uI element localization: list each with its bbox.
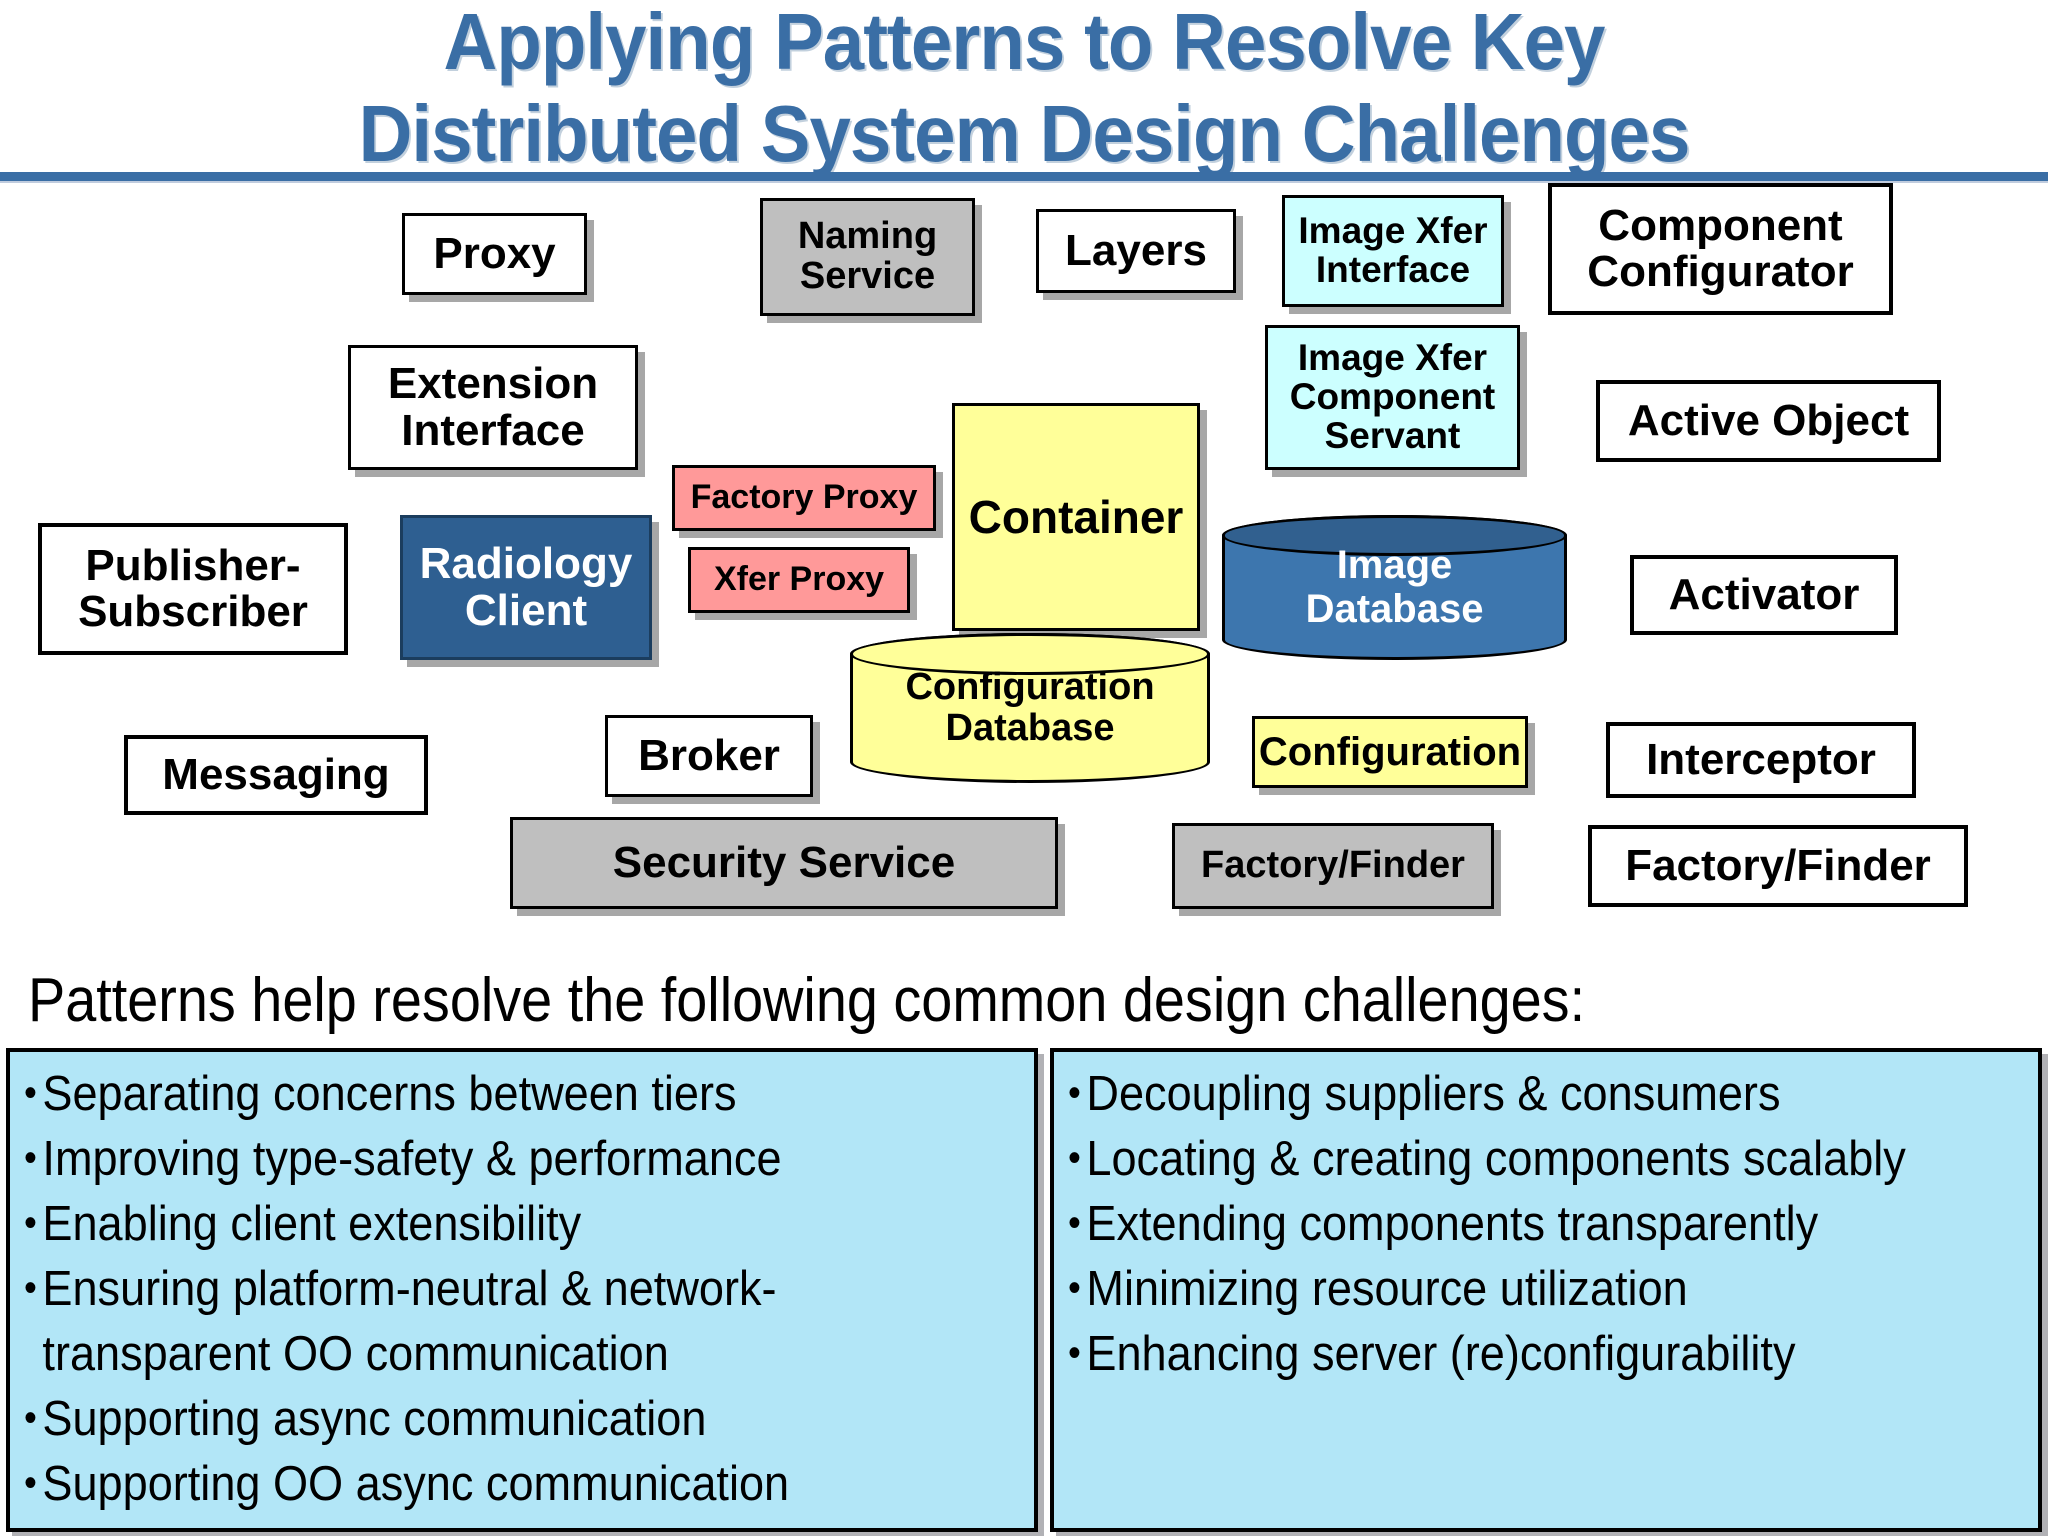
node-label: Factory/Finder <box>1625 840 1931 890</box>
challenges-panel-right: • Decoupling suppliers & consumers • Loc… <box>1050 1048 2042 1532</box>
diagram-node-factory-finder-grey[interactable]: Factory/Finder <box>1172 823 1494 909</box>
list-item-label: Enabling client extensibility <box>42 1197 582 1251</box>
node-label: Broker <box>638 730 780 780</box>
diagram-node-configuration[interactable]: Configuration <box>1252 716 1528 788</box>
diagram-node-security-service[interactable]: Security Service <box>510 817 1058 909</box>
list-item: • Enabling client extensibility <box>24 1192 946 1257</box>
node-label: Proxy <box>433 228 556 278</box>
list-item: • Extending components transparently <box>1068 1192 1953 1257</box>
node-label: Factory/Finder <box>1201 844 1465 887</box>
bullet-icon: • <box>24 1266 37 1310</box>
diagram-node-image-xfer-component-servant[interactable]: Image Xfer Component Servant <box>1265 325 1520 470</box>
node-label: Image Xfer Component Servant <box>1289 337 1496 456</box>
patterns-diagram: Proxy Naming Service Layers Image Xfer I… <box>0 183 2048 945</box>
cylinder-top-ellipse <box>850 633 1210 675</box>
diagram-node-naming-service[interactable]: Naming Service <box>760 198 975 316</box>
diagram-node-xfer-proxy[interactable]: Xfer Proxy <box>688 547 910 613</box>
diagram-node-messaging[interactable]: Messaging <box>124 735 428 815</box>
list-item-label: Extending components transparently <box>1086 1197 1819 1251</box>
diagram-node-component-configurator[interactable]: Component Configurator <box>1548 183 1893 315</box>
node-label: Messaging <box>162 749 390 799</box>
node-label: Configuration <box>1258 730 1522 774</box>
list-item: • Minimizing resource utilization <box>1068 1257 1953 1322</box>
bullet-icon: • <box>1068 1331 1081 1375</box>
node-label: Activator <box>1668 569 1860 619</box>
list-item: • Ensuring platform-neutral & network-tr… <box>24 1257 946 1387</box>
list-item: • Improving type-safety & performance <box>24 1127 946 1192</box>
list-item-label: Minimizing resource utilization <box>1086 1262 1688 1316</box>
page-title: Applying Patterns to Resolve Key Distrib… <box>358 0 1691 178</box>
diagram-node-factory-finder-white[interactable]: Factory/Finder <box>1588 825 1968 907</box>
bullet-icon: • <box>1068 1136 1081 1180</box>
list-item-label: Improving type-safety & performance <box>42 1132 782 1186</box>
list-item: • Separating concerns between tiers <box>24 1062 946 1127</box>
list-item-label: Supporting OO async communication <box>42 1457 790 1511</box>
node-label: Container <box>968 490 1184 543</box>
node-label: Interceptor <box>1646 734 1876 784</box>
node-label: Xfer Proxy <box>713 560 885 599</box>
diagram-node-extension-interface[interactable]: Extension Interface <box>348 345 638 470</box>
diagram-node-radiology-client[interactable]: Radiology Client <box>400 515 652 660</box>
diagram-cylinder-configuration-database[interactable]: Configuration Database <box>850 633 1210 783</box>
cylinder-top-ellipse <box>1222 515 1567 556</box>
list-item: • Decoupling suppliers & consumers <box>1068 1062 1953 1127</box>
list-item-label: Decoupling suppliers & consumers <box>1086 1067 1781 1121</box>
cylinder-label: Configuration Database <box>905 665 1155 749</box>
challenges-panel-left: • Separating concerns between tiers • Im… <box>6 1048 1038 1532</box>
list-item-label: Locating & creating components scalably <box>1086 1132 1906 1186</box>
bullet-icon: • <box>24 1071 37 1115</box>
node-label: Image Xfer Interface <box>1298 210 1488 290</box>
diagram-node-factory-proxy[interactable]: Factory Proxy <box>672 465 936 531</box>
node-label: Component Configurator <box>1587 200 1854 296</box>
cylinder-label: Image Database <box>1305 543 1484 631</box>
node-label: Layers <box>1065 225 1207 275</box>
node-label: Security Service <box>612 837 956 887</box>
diagram-node-active-object[interactable]: Active Object <box>1596 380 1941 462</box>
diagram-node-activator[interactable]: Activator <box>1630 555 1898 635</box>
diagram-cylinder-image-database[interactable]: Image Database <box>1222 515 1567 660</box>
node-label: Active Object <box>1627 395 1910 445</box>
diagram-node-publisher-subscriber[interactable]: Publisher- Subscriber <box>38 523 348 655</box>
list-item-label: Ensuring platform-neutral & network-tran… <box>42 1262 777 1381</box>
list-item-label: Supporting async communication <box>42 1392 707 1446</box>
diagram-node-broker[interactable]: Broker <box>605 715 813 797</box>
diagram-node-interceptor[interactable]: Interceptor <box>1606 722 1916 798</box>
challenges-lead-text: Patterns help resolve the following comm… <box>28 966 1586 1035</box>
diagram-node-container[interactable]: Container <box>952 403 1200 631</box>
list-item: • Supporting OO async communication <box>24 1452 946 1517</box>
diagram-node-proxy[interactable]: Proxy <box>402 213 587 295</box>
bullet-icon: • <box>24 1461 37 1505</box>
list-item: • Enhancing server (re)configurability <box>1068 1322 1953 1387</box>
bullet-icon: • <box>1068 1266 1081 1310</box>
node-label: Extension Interface <box>387 359 599 455</box>
bullet-icon: • <box>1068 1071 1081 1115</box>
list-item-label: Separating concerns between tiers <box>42 1067 737 1121</box>
diagram-node-layers[interactable]: Layers <box>1036 209 1236 293</box>
node-label: Radiology Client <box>419 539 633 635</box>
bullet-icon: • <box>1068 1201 1081 1245</box>
list-item-label: Enhancing server (re)configurability <box>1086 1327 1796 1381</box>
node-label: Naming Service <box>797 215 938 297</box>
list-item: • Supporting async communication <box>24 1387 946 1452</box>
diagram-node-image-xfer-interface[interactable]: Image Xfer Interface <box>1282 195 1504 307</box>
node-label: Factory Proxy <box>690 478 918 517</box>
bullet-icon: • <box>24 1136 37 1180</box>
title-divider <box>0 172 2048 181</box>
node-label: Publisher- Subscriber <box>78 540 308 636</box>
bullet-icon: • <box>24 1201 37 1245</box>
list-item: • Locating & creating components scalabl… <box>1068 1127 1953 1192</box>
bullet-icon: • <box>24 1396 37 1440</box>
